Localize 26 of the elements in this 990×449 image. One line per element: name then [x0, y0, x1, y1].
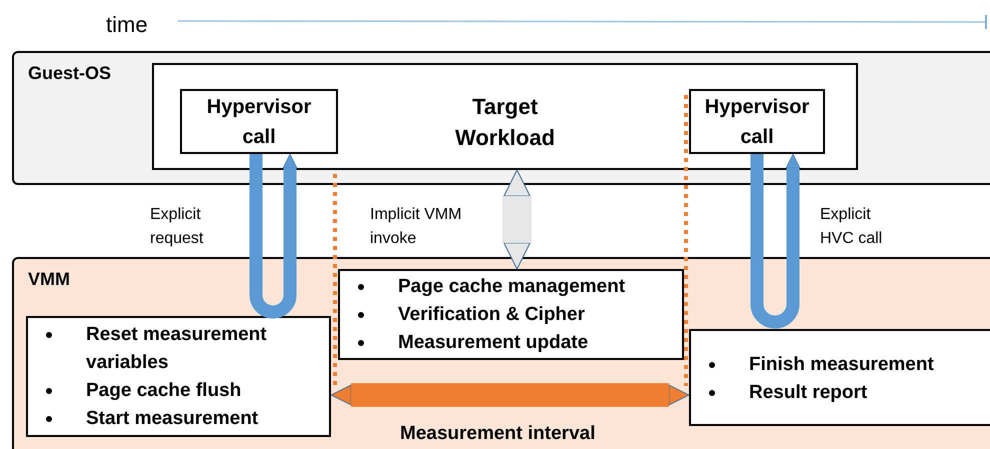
process-box	[689, 329, 990, 426]
layer-panel	[12, 51, 990, 185]
list-item: Start measurement	[86, 408, 258, 429]
list-item: Reset measurement variables	[86, 324, 267, 373]
box-text: Hypervisor call	[206, 94, 312, 150]
process-box	[180, 89, 338, 154]
process-box	[152, 63, 858, 170]
list-item: Measurement update	[398, 332, 588, 353]
box-text: Target Workload	[454, 93, 556, 152]
arrow	[330, 383, 690, 407]
list-item: Verification & Cipher	[398, 304, 585, 325]
box-text: Hypervisor call	[704, 94, 810, 150]
list-item: Page cache management	[398, 276, 626, 297]
list-item: Result report	[749, 382, 868, 403]
process-box	[26, 316, 331, 437]
group-title: Guest-OS	[28, 63, 112, 84]
axis-label: time	[106, 12, 148, 38]
layer-panel	[12, 257, 990, 449]
arrow	[502, 169, 532, 270]
list-item: Finish measurement	[749, 354, 934, 375]
group-title: VMM	[28, 269, 70, 290]
list-item: Page cache flush	[86, 380, 242, 401]
arrow	[250, 154, 298, 318]
process-box	[689, 89, 825, 154]
process-box	[338, 269, 684, 360]
arrow	[750, 154, 800, 328]
